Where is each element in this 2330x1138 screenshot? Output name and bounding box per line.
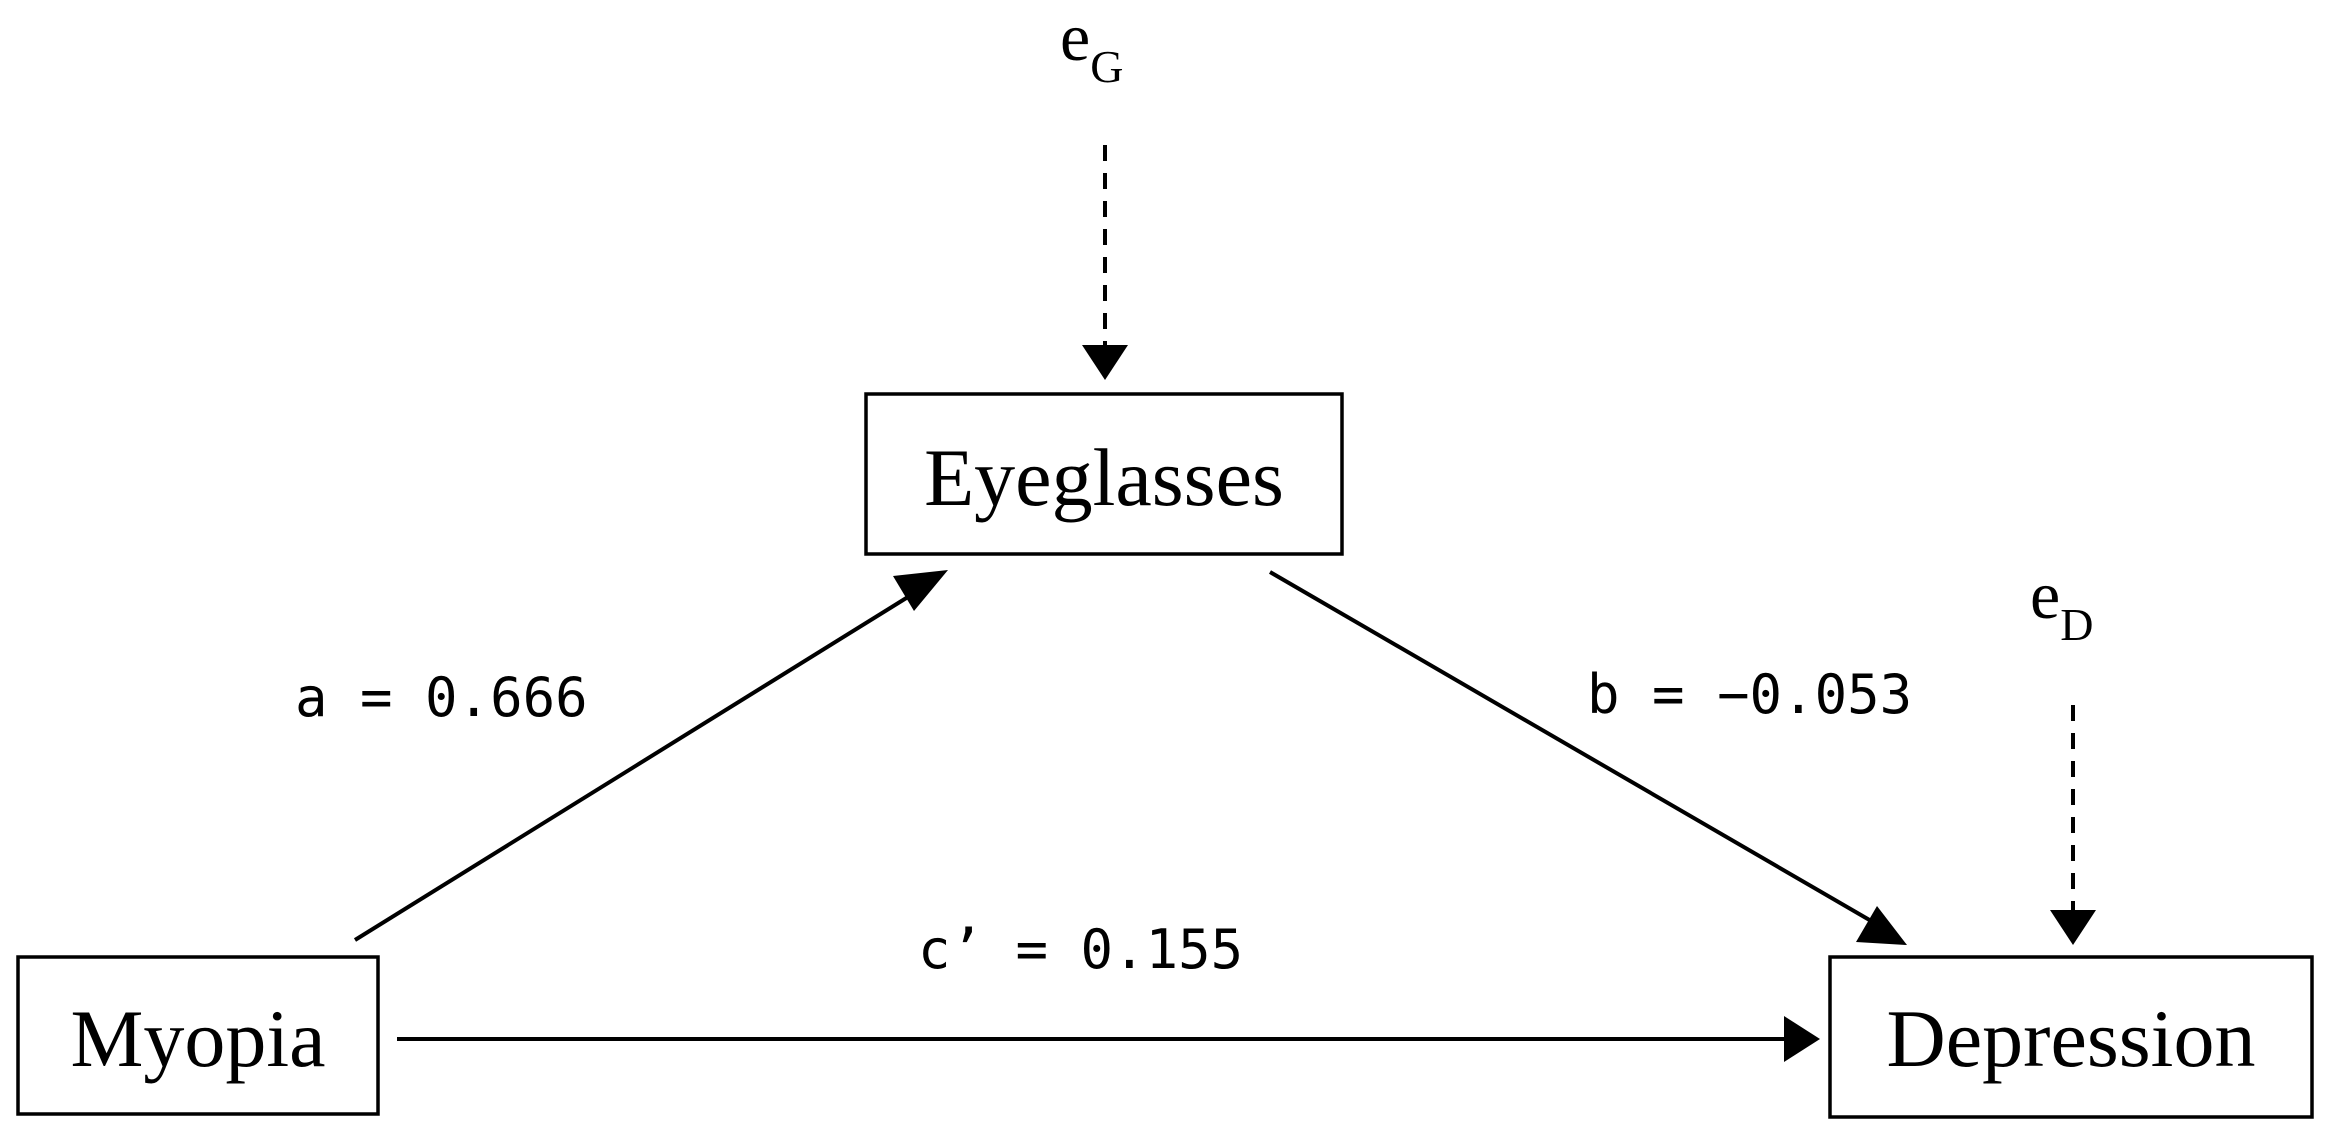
path-b-label: b = −0.053 bbox=[1587, 663, 1912, 726]
error-term-eyeglasses-sub: G bbox=[1090, 41, 1123, 92]
path-a-label: a = 0.666 bbox=[295, 666, 588, 729]
error-arrowhead-depression bbox=[2050, 910, 2096, 945]
node-myopia-box bbox=[16, 955, 380, 1116]
node-myopia-label: Myopia bbox=[70, 993, 325, 1084]
path-c-prime-label: c’ = 0.155 bbox=[918, 918, 1243, 981]
path-b-arrowhead bbox=[1856, 906, 1907, 945]
node-depression-label: Depression bbox=[1887, 993, 2256, 1084]
error-term-depression-base: e bbox=[2030, 557, 2060, 633]
path-a-arrow bbox=[353, 585, 926, 942]
error-term-eyeglasses: eG bbox=[1060, 0, 1123, 92]
error-term-eyeglasses-base: e bbox=[1060, 0, 1090, 75]
node-depression: Depression bbox=[1828, 955, 2314, 1119]
error-arrowhead-eyeglasses bbox=[1082, 345, 1128, 380]
node-eyeglasses-label: Eyeglasses bbox=[924, 432, 1284, 523]
node-eyeglasses: Eyeglasses bbox=[864, 392, 1344, 556]
path-b-arrow bbox=[1268, 570, 1887, 931]
error-term-depression: eD bbox=[2030, 557, 2093, 650]
node-depression-box bbox=[1828, 955, 2314, 1119]
error-term-depression-sub: D bbox=[2060, 599, 2093, 650]
node-eyeglasses-box bbox=[864, 392, 1344, 556]
path-c-prime-arrowhead bbox=[1784, 1016, 1820, 1062]
node-myopia: Myopia bbox=[16, 955, 380, 1116]
path-a-arrowhead bbox=[893, 570, 948, 611]
